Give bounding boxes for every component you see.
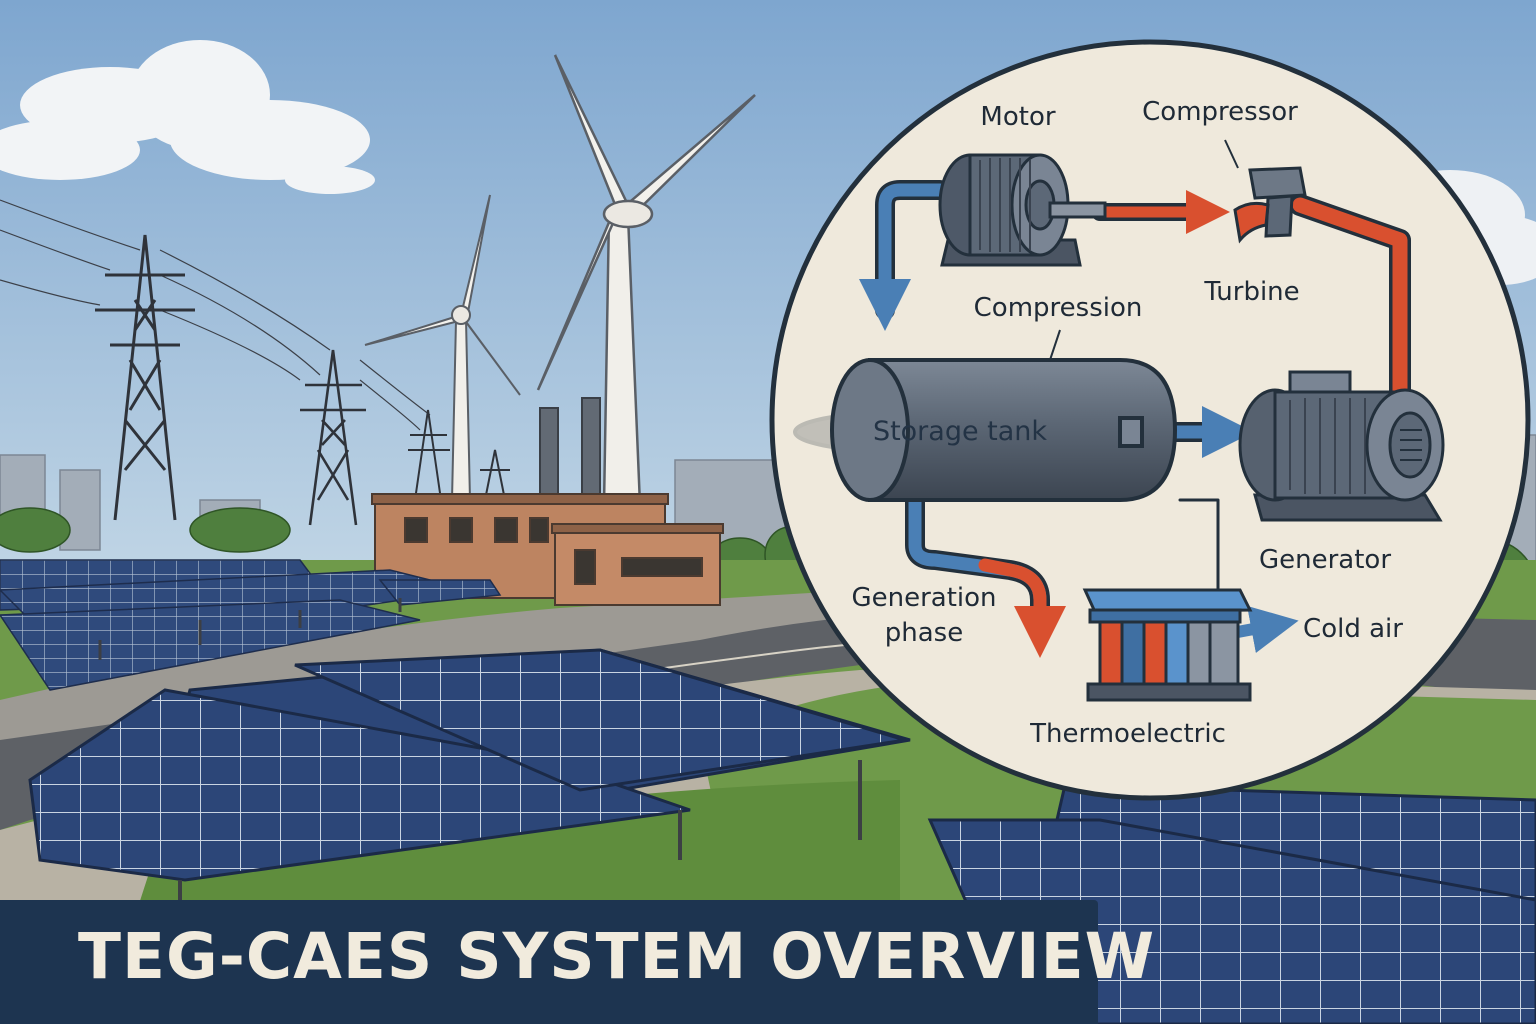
compression-pointer (1049, 329, 1061, 361)
label-cold-air: Cold air (1303, 614, 1403, 644)
compressor-pointer (1224, 139, 1239, 169)
compressor (1233, 166, 1307, 244)
solar-panel (28, 648, 911, 882)
solar-panel-legs (98, 598, 402, 660)
storage-tank (793, 358, 1178, 502)
flow-lines (859, 180, 1411, 658)
label-compressor: Compressor (1142, 97, 1298, 127)
title-banner (0, 900, 1098, 1024)
label-generation-phase-line2: phase (885, 618, 963, 648)
wind-turbine (536, 54, 756, 507)
solar-panel-field (0, 559, 502, 691)
thermoelectric-generator (1082, 588, 1253, 702)
label-generator: Generator (1259, 545, 1391, 575)
page-title: TEG-CAES SYSTEM OVERVIEW (78, 920, 1156, 993)
transmission-tower (300, 349, 366, 526)
label-storage-tank: Storage tank (873, 416, 1047, 447)
label-motor: Motor (980, 102, 1055, 132)
power-lines (0, 199, 431, 431)
cloud (0, 40, 375, 194)
label-compression: Compression (974, 293, 1143, 323)
transmission-tower (95, 234, 195, 521)
label-generation-phase-line1: Generation (851, 583, 996, 613)
transmission-tower (408, 409, 510, 501)
motor (938, 153, 1107, 267)
factory-building (371, 493, 724, 606)
generator (1238, 370, 1445, 522)
label-turbine: Turbine (1203, 277, 1299, 307)
label-thermoelectric: Thermoelectric (1029, 719, 1226, 749)
